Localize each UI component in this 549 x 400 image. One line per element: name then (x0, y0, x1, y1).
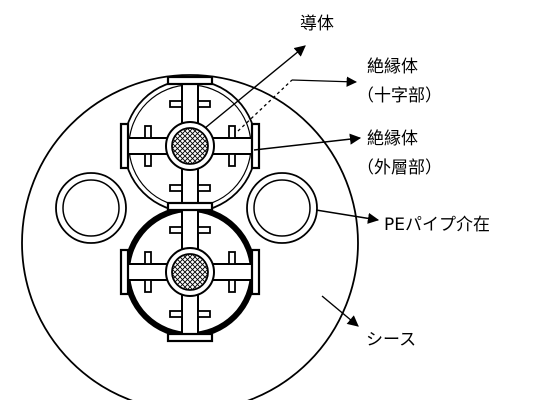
label-insulator-outer-line1: 絶縁体 (367, 129, 418, 149)
leader-insulator-cross (237, 79, 293, 132)
label-insulator-cross-line2: （十字部） (357, 86, 442, 106)
label-pe-pipe: PEパイプ介在 (384, 215, 490, 235)
pe-pipe-left (55, 172, 127, 244)
label-insulator-outer-line2: （外層部） (357, 158, 442, 178)
label-conductor: 導体 (300, 14, 334, 34)
leader-insulator-outer (253, 133, 362, 151)
leader-sheath (321, 295, 359, 327)
leader-insulator-cross-arrow (291, 76, 358, 87)
label-sheath: シース (366, 330, 416, 350)
core-bottom (119, 201, 261, 343)
leader-pe-pipe (315, 209, 380, 224)
leader-conductor (204, 45, 306, 129)
label-insulator-cross-line1: 絶縁体 (367, 57, 418, 77)
pe-pipe-right (246, 172, 318, 244)
